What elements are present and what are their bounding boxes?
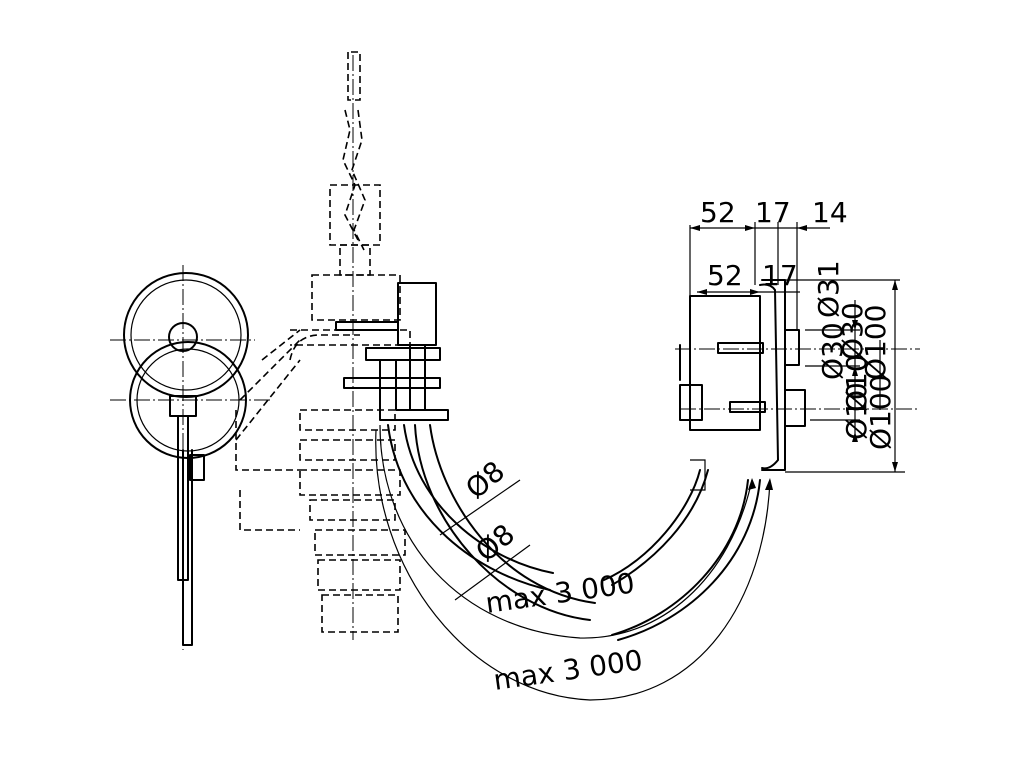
button-housing — [689, 295, 761, 431]
plunger-lower — [729, 401, 766, 413]
arrow — [852, 320, 858, 330]
cistern-actuator — [335, 282, 449, 421]
dim-cable-length-a: max 3 000 — [483, 566, 636, 620]
cable-1-outer — [387, 424, 551, 591]
push-button-circle — [168, 322, 198, 352]
cable-sleeve — [690, 459, 706, 491]
cover-plate-outline — [761, 279, 786, 471]
cable-1-inner — [403, 424, 554, 574]
front-view — [110, 265, 270, 650]
dim-top-14: 14 — [812, 196, 848, 229]
hidden-flange-1 — [290, 329, 411, 346]
dim-dia-31: Ø31 — [812, 260, 845, 318]
dim-dia-100-b: Ø100 — [864, 375, 897, 450]
actuator-lower-body — [379, 359, 449, 421]
hidden-chain-link-right — [351, 109, 366, 251]
length-arc-b — [375, 429, 771, 701]
hidden-diagonal-links — [235, 329, 301, 441]
arrow — [748, 478, 756, 490]
hidden-inlet-pipe — [289, 334, 360, 361]
hidden-float-housing — [329, 184, 381, 246]
dim-dia-30-a: Ø30 — [816, 322, 849, 380]
cable-1-right-inner — [611, 469, 709, 586]
hidden-valve-body — [311, 274, 401, 321]
arrow — [690, 225, 700, 231]
dim-dia-30-b: Ø30 — [836, 302, 869, 360]
dim-top-17: 17 — [755, 196, 791, 229]
actuator-inner-walls — [409, 344, 426, 411]
hidden-valve-neck — [339, 244, 371, 276]
hidden-chamber-6 — [317, 559, 401, 591]
hidden-chamber-4 — [309, 499, 396, 521]
hidden-chain-link-left — [342, 109, 359, 241]
hidden-base — [321, 594, 399, 633]
flexible-cables — [387, 424, 761, 641]
dim-cable-length-b: max 3 000 — [491, 643, 644, 697]
actuator-rod-lower — [182, 449, 193, 646]
arrow — [765, 478, 773, 490]
length-arc-a — [379, 424, 753, 639]
actuator-arm-upper — [335, 321, 399, 331]
hidden-chamber-5 — [314, 529, 406, 556]
dim-dia-100-a: Ø100 — [859, 305, 892, 380]
button-cover-plate — [759, 283, 779, 470]
hidden-left-bracket — [235, 410, 300, 471]
button-pin-lower — [784, 389, 806, 427]
dim-top-52: 52 — [700, 196, 736, 229]
hidden-cistern-view — [235, 51, 411, 640]
hidden-chain-top — [347, 51, 361, 101]
arrow — [852, 366, 858, 376]
dimension-labels: 52 17 14 52 17 Ø31 Ø30 Ø30 Ø100 Ø100 Ø10… — [459, 196, 897, 697]
cable-2-inner — [414, 424, 591, 621]
hidden-chamber-3 — [299, 469, 401, 496]
cable-1-right-outer — [603, 469, 701, 581]
leader-d8-b — [454, 544, 531, 601]
arrow — [745, 225, 755, 231]
actuator-arm-lower — [343, 377, 441, 389]
arrow — [892, 462, 898, 472]
dim-mid-17: 17 — [762, 259, 798, 292]
rod-holder — [169, 395, 197, 417]
cable-nut — [679, 384, 703, 421]
cable-2-right-outer — [611, 479, 749, 636]
rod-clip — [189, 454, 205, 481]
dim-dia-8-a: Ø8 — [459, 454, 511, 505]
actuator-arm-middle — [365, 347, 441, 361]
arrow — [697, 289, 707, 295]
arrow — [797, 225, 807, 231]
flush-plate-inner-circle — [130, 279, 242, 391]
flush-plate-outer-circle — [123, 272, 249, 398]
dimension-lines — [375, 222, 905, 701]
dim-dia-10-a: Ø10 — [840, 354, 873, 412]
arrow — [892, 280, 898, 290]
dim-dia-10-b: Ø10 — [840, 382, 873, 440]
leader-d8-a — [439, 479, 521, 536]
actuator-housing — [397, 282, 437, 346]
dim-mid-52: 52 — [707, 259, 743, 292]
button-pin-upper — [784, 329, 800, 366]
hidden-lower-bracket — [239, 490, 300, 531]
arrow — [750, 289, 760, 295]
hidden-chamber-1 — [299, 409, 396, 431]
plunger-upper — [717, 342, 764, 354]
cable-2-right-inner — [617, 479, 761, 641]
cable-2-outer — [429, 424, 596, 604]
arrow — [852, 432, 858, 442]
